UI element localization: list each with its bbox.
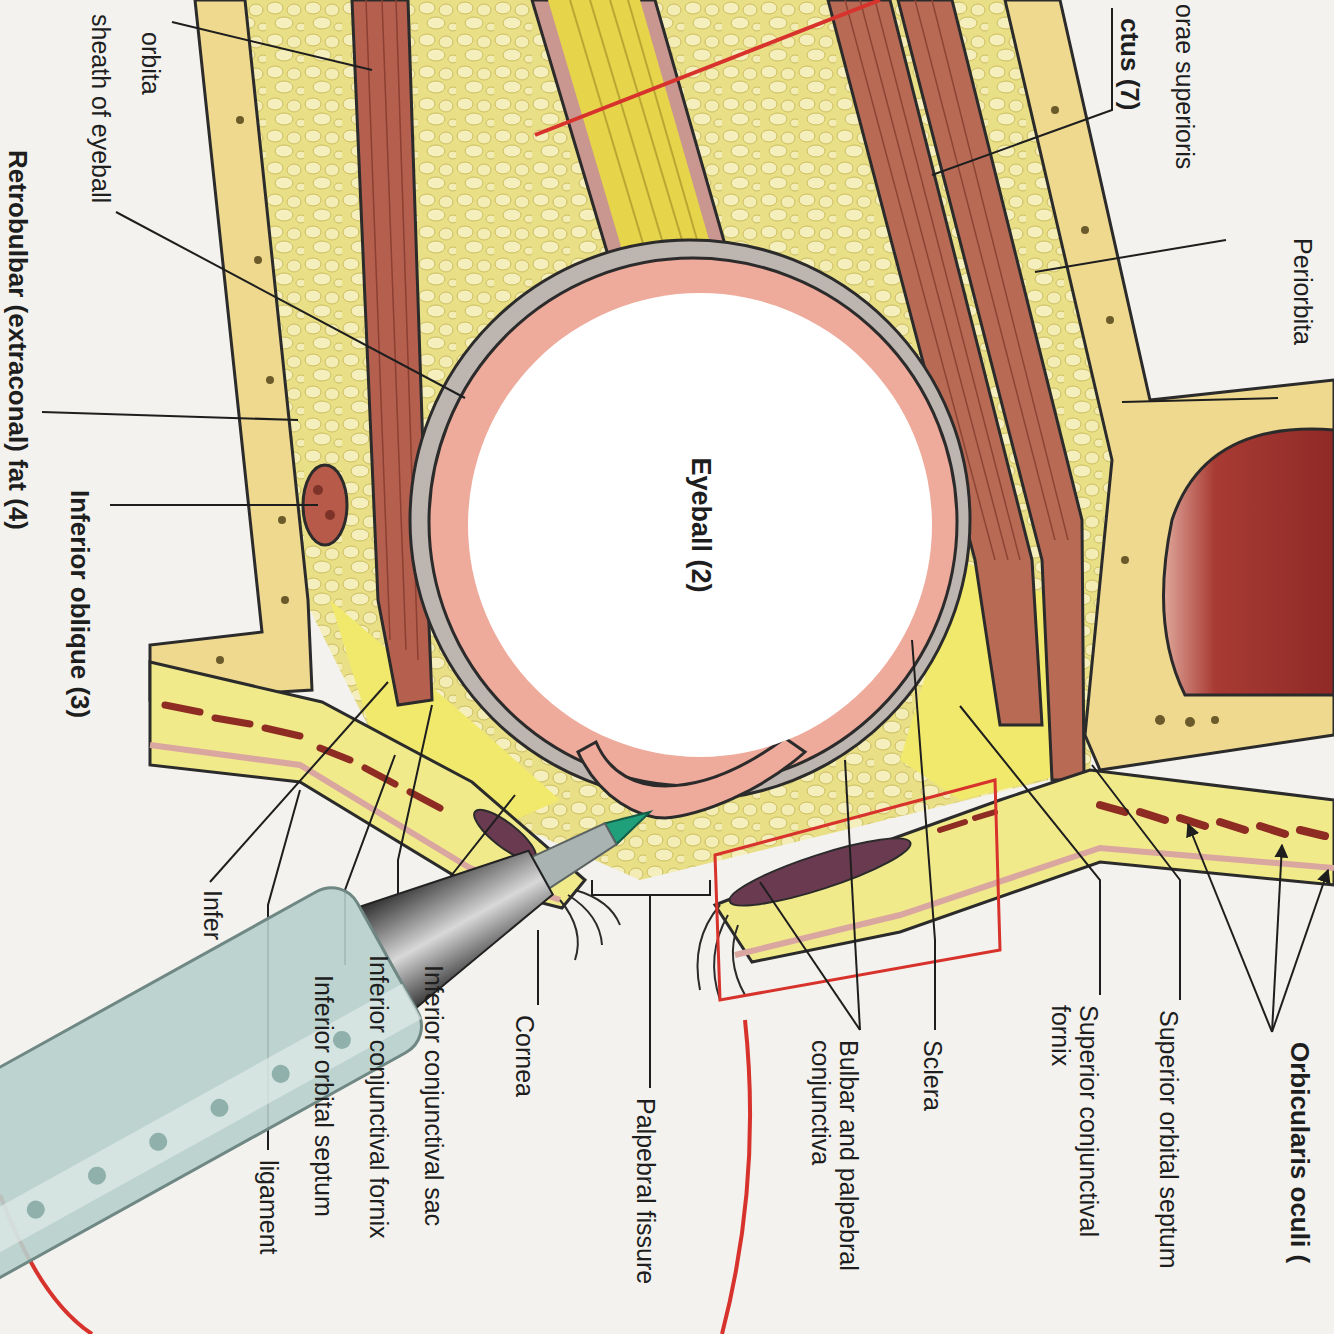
pen [0,877,432,1334]
leader-lines [116,212,465,398]
leader-lines [42,412,298,420]
inferior-oblique-muscle [325,510,335,520]
orbital-floor-bone [216,656,224,664]
part-label: Bulbar and palpebral conjunctiva [807,1040,862,1320]
inferior-oblique-muscle [313,485,323,495]
part-label: ligament [254,1160,282,1255]
structure-label: Eyeball (2) [685,457,716,592]
orbital-floor-bone [278,516,286,524]
orbital-roof-bone [1081,226,1089,234]
part-label: orae superioris [1170,4,1198,169]
part-label: orbita [136,32,164,95]
leader-lines [1272,845,1282,1032]
part-label: Inferior orbital septum [309,975,337,1217]
leader-lines [1035,240,1226,272]
orbital-floor-bone [254,256,262,264]
part-label: Superior conjunctival fornix [1047,1005,1102,1305]
leader-lines [932,8,1112,175]
part-label: sheath of eyeball [86,14,114,203]
optic-nerve [570,0,700,250]
eyeball [429,258,957,786]
leader-lines [210,682,388,882]
part-label: Periorbita [1288,238,1316,345]
callout-title: ctus (7) [1116,18,1145,110]
orbital-floor-bone [150,0,312,700]
orbital-floor-bone [236,116,244,124]
optic-nerve [532,0,728,255]
lower-eyelid [165,705,440,808]
leader-lines [1122,398,1278,402]
pen [207,1096,231,1120]
leader-lines [760,882,860,1030]
part-label: Inferior conjunctival fornix [364,955,392,1238]
optic-nerve [532,0,728,255]
orbital-roof-bone [1211,716,1219,724]
optic-nerve [548,0,712,250]
lower-eyelid [560,890,620,960]
orbital-floor-bone [266,376,274,384]
callout-title: Retrobulbar (extraconal) fat (4) [4,150,33,530]
orbital-floor-bone [281,596,289,604]
orbital-roof-bone [1051,106,1059,114]
red-pointer-lines [535,0,880,135]
pen [24,1197,48,1221]
part-label: Sclera [918,1040,946,1111]
orbital-roof-bone [1106,316,1114,324]
pen [0,984,422,1334]
pen [146,1130,170,1154]
pen [85,1163,109,1187]
leader-lines [1092,765,1180,1000]
callout-title: Inferior oblique (3) [66,490,95,718]
leader-lines [1188,824,1272,1032]
pen [268,1062,292,1086]
leader-lines [592,880,710,1088]
upper-eyelid [715,770,1334,962]
red-pointer-lines [722,1020,750,1334]
part-label: Infer [198,890,226,940]
upper-eyelid [698,770,1334,1000]
leader-lines [960,706,1100,995]
part-label: Superior orbital septum [1154,1010,1182,1268]
leader-lines [912,640,935,1030]
inferior-rectus-muscle [366,0,418,660]
leader-lines [537,930,539,1005]
orbital-roof-bone [1164,429,1334,695]
leader-lines [1272,870,1328,1032]
orbital-roof-bone [1185,717,1195,727]
orbital-roof-bone [1155,715,1165,725]
leader-lines [172,22,372,70]
leader-lines [845,760,860,1030]
upper-eyelid [698,905,746,1000]
orbital-floor-bone [150,0,312,700]
eyeball [410,240,970,818]
leader-lines [110,504,318,506]
eyeball [410,240,970,800]
eyeball-cavity: Eyeball (2) [468,293,932,757]
part-label: Palpebral fissure [631,1098,659,1284]
part-label: Inferior conjunctival sac [419,965,447,1226]
pen [0,732,695,1334]
upper-eyelid [940,812,995,830]
callout-title: Orbicularis oculi ( [1286,1042,1315,1263]
orbital-roof-bone [1121,556,1129,564]
part-label: Cornea [510,1015,538,1097]
pen [532,818,619,888]
upper-eyelid [724,826,915,917]
